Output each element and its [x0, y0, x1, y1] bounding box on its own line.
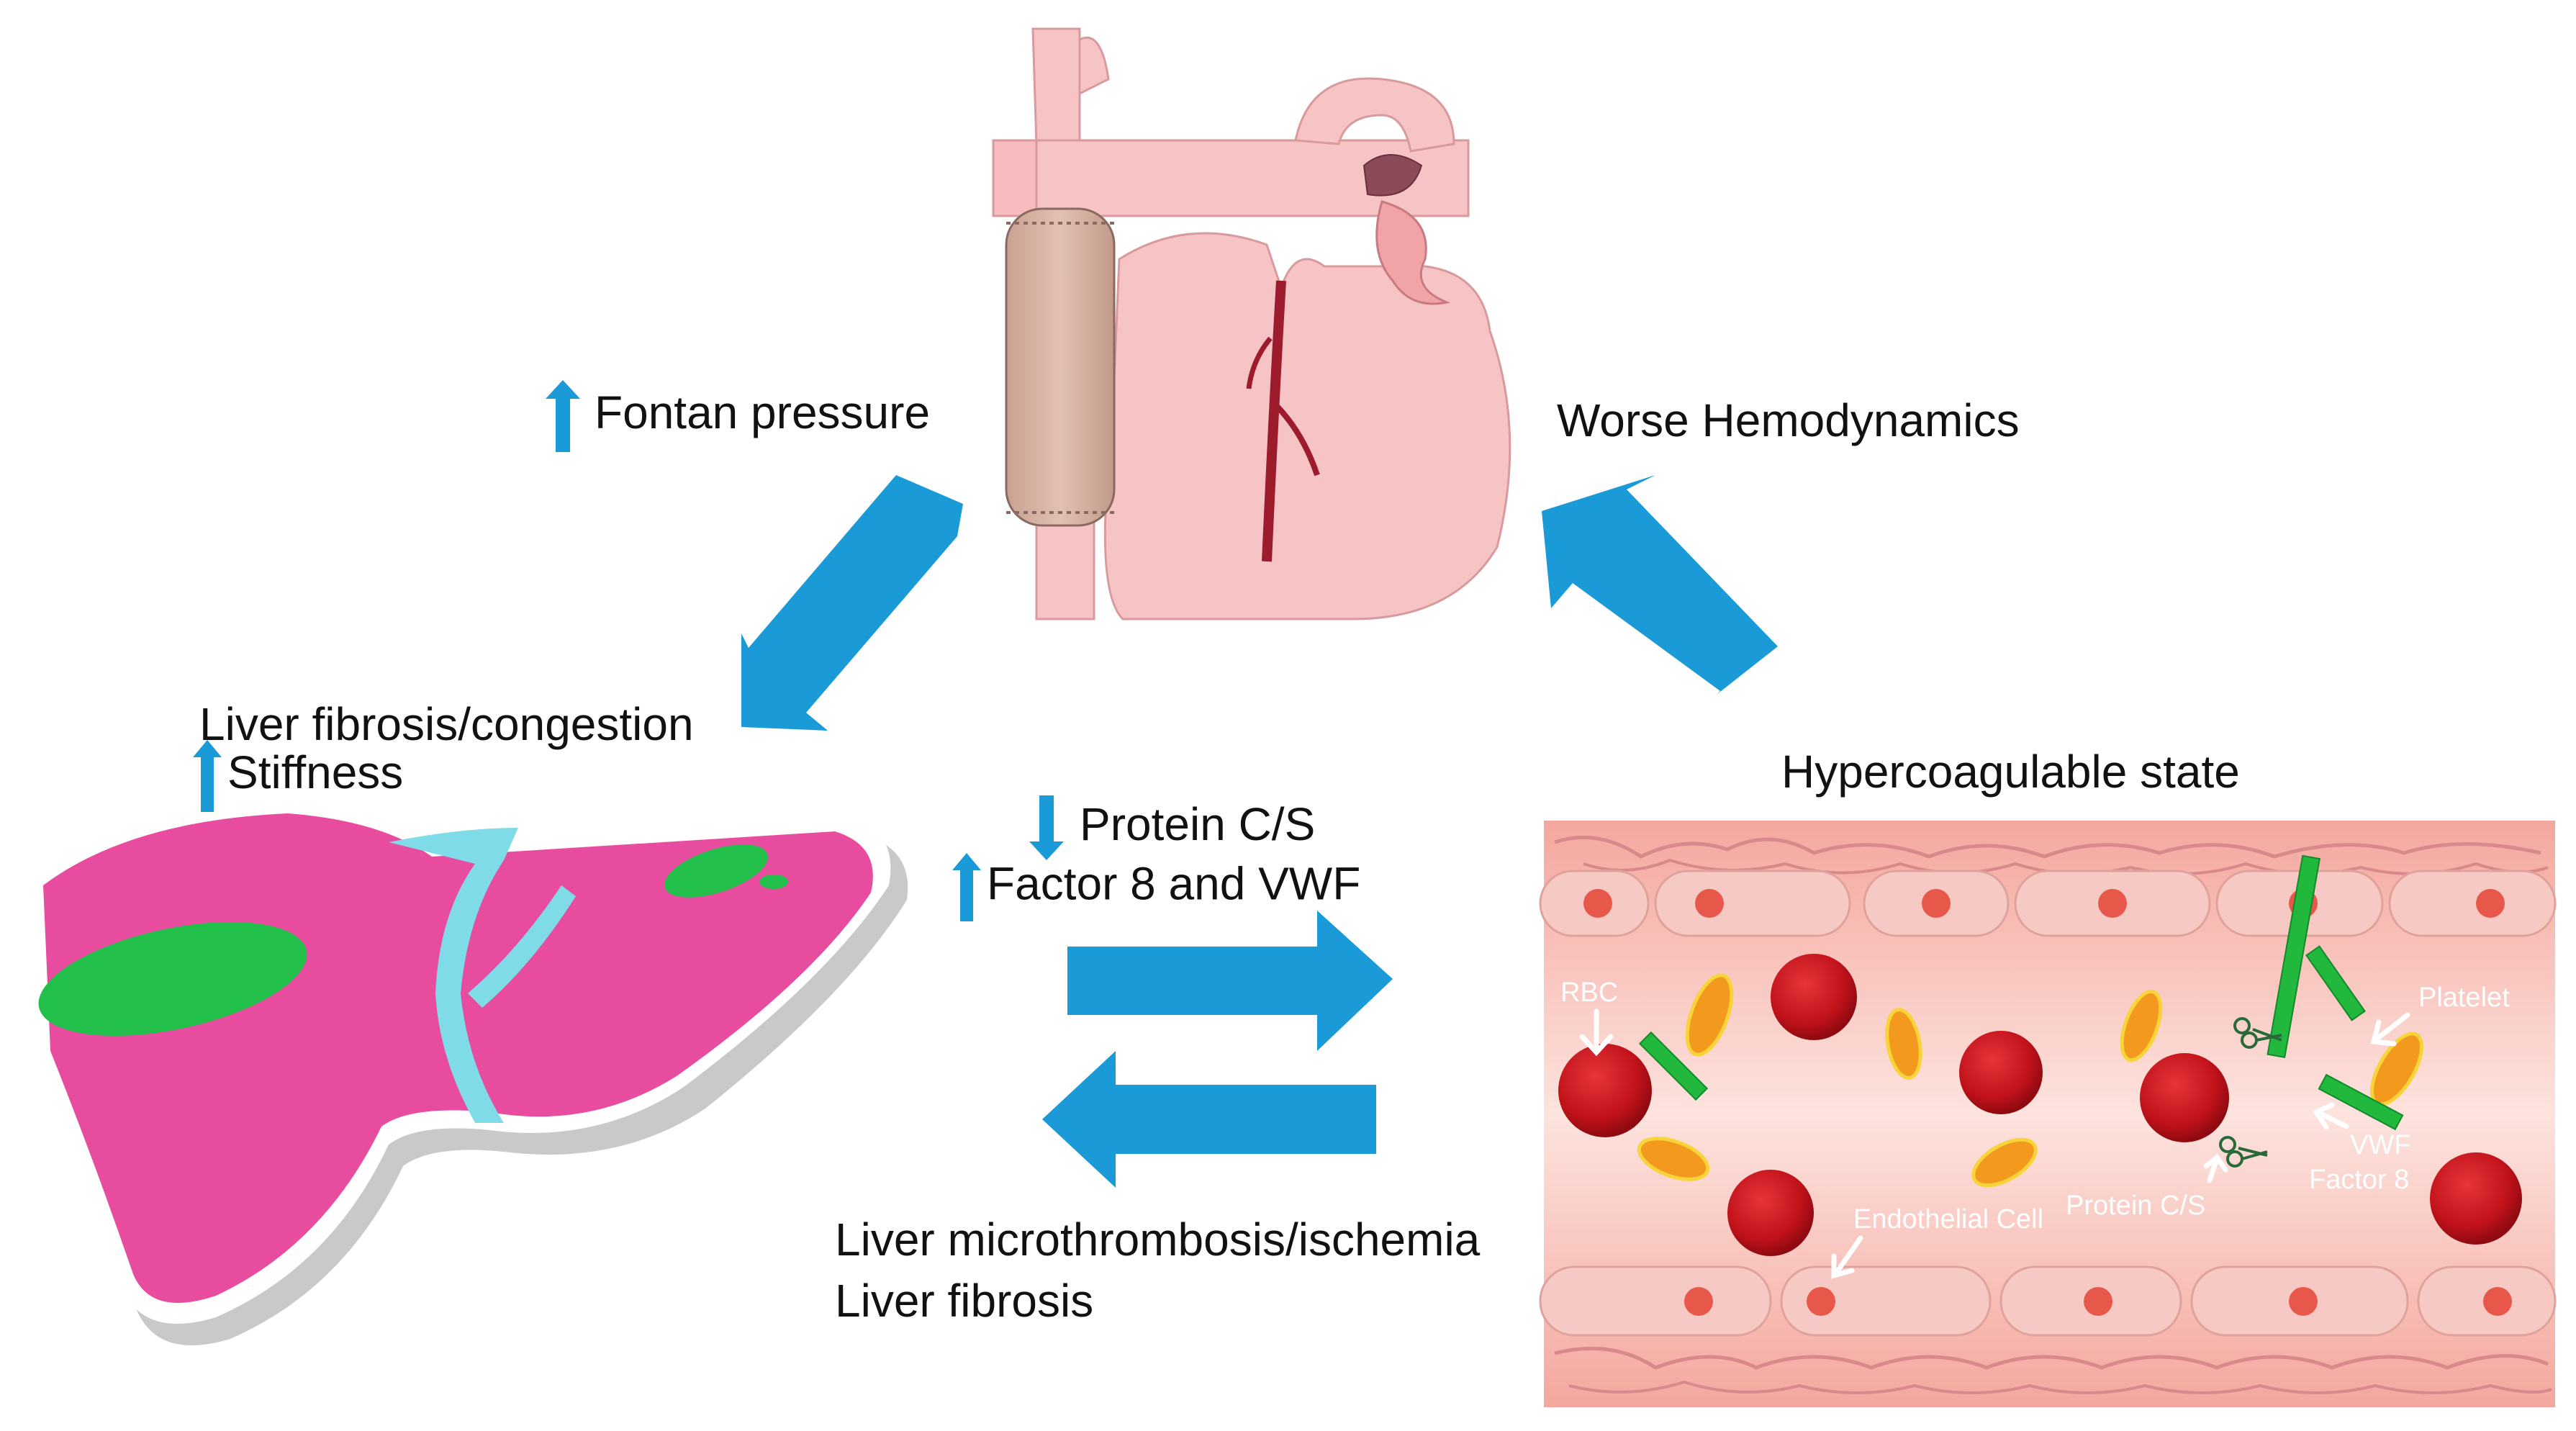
- platelet-label: Platelet: [2418, 983, 2510, 1013]
- endothelial-cell-label: Endothelial Cell: [1853, 1204, 2044, 1234]
- red-blood-cells: [1558, 954, 2522, 1256]
- arrow-vessel-to-liver: [1042, 1051, 1376, 1188]
- protein-cs-label: Protein C/S: [1029, 795, 1315, 860]
- down-arrow-icon: [1029, 795, 1064, 860]
- vwf-label: VWF: [2350, 1130, 2411, 1160]
- liver-microthrombosis-label: Liver microthrombosis/ischemia: [835, 1214, 1481, 1265]
- pointer-arrows: [1579, 1008, 2410, 1279]
- stiffness-label: Stiffness: [193, 740, 403, 812]
- endothelial-cells-top: [1539, 870, 2557, 937]
- worse-hemodynamics-label: Worse Hemodynamics: [1557, 394, 2020, 446]
- up-arrow-icon: [952, 853, 981, 921]
- liver-illustration: [29, 792, 908, 1345]
- factor8-vwf-label: Factor 8 and VWF: [952, 853, 1360, 921]
- up-arrow-icon: [193, 740, 222, 812]
- hypercoagulable-state-label: Hypercoagulable state: [1781, 746, 2240, 798]
- heart-illustration: [992, 27, 1511, 620]
- arrow-heart-to-liver: [741, 475, 963, 731]
- rbc-label: RBC: [1560, 978, 1619, 1008]
- factor8-vwf-text: Factor 8 and VWF: [987, 857, 1361, 910]
- arrow-vessel-to-heart: [1542, 475, 1778, 695]
- vwf-strands: [1638, 854, 2404, 1131]
- fontan-pressure-label: Fontan pressure: [546, 380, 930, 452]
- endothelial-cells-bottom: [1539, 1265, 2557, 1337]
- liver-fibrosis-congestion-label: Liver fibrosis/congestion: [199, 698, 694, 750]
- arrow-liver-to-vessel: [1067, 911, 1393, 1051]
- stiffness-text: Stiffness: [227, 746, 404, 798]
- protein-cs-text: Protein C/S: [1080, 798, 1316, 850]
- blood-vessel-illustration: [1539, 821, 2557, 1407]
- up-arrow-icon: [546, 380, 580, 452]
- platelets: [1637, 973, 2423, 1188]
- liver-fibrosis-label: Liver fibrosis: [835, 1275, 1094, 1327]
- fontan-pressure-text: Fontan pressure: [595, 386, 931, 438]
- flow-arrows: [741, 475, 1778, 1188]
- protein-cs-vessel-label: Protein C/S: [2066, 1191, 2206, 1221]
- scissors-icons: [2219, 1017, 2282, 1168]
- factor8-label: Factor 8: [2309, 1165, 2410, 1195]
